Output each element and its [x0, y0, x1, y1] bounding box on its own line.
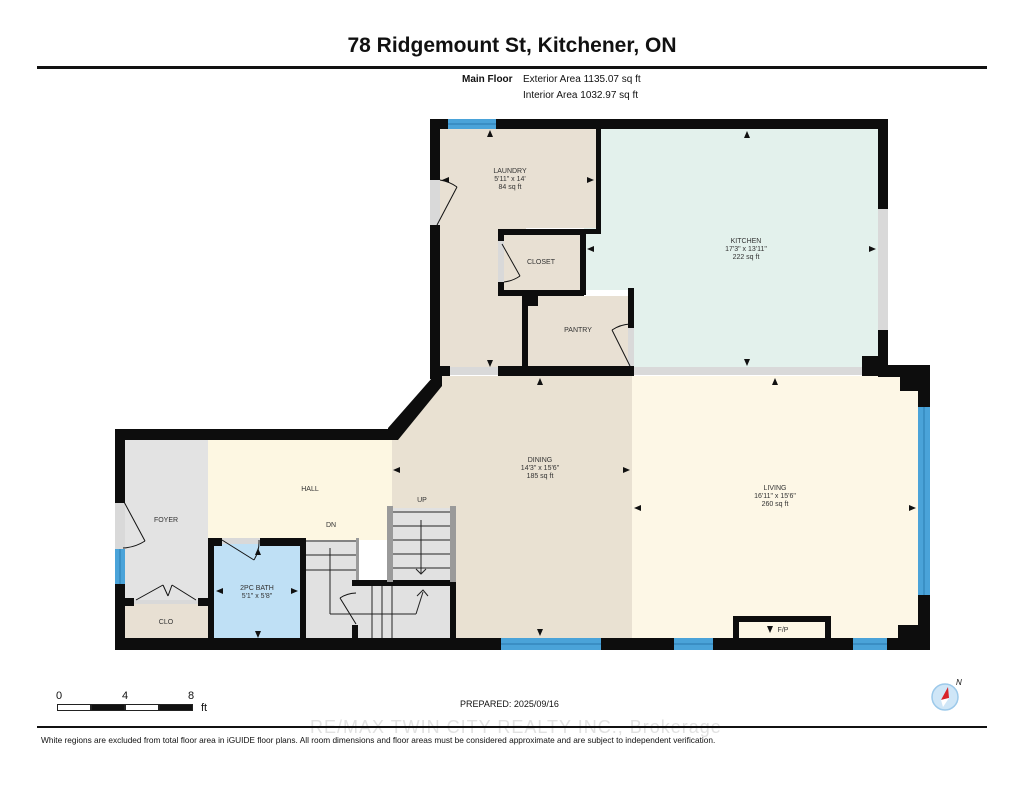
compass-icon: N	[931, 678, 962, 711]
door-swings	[122, 179, 631, 625]
scale-segment	[159, 704, 193, 711]
laundry-area: 84 sq ft	[499, 184, 522, 191]
fireplace-label: F/P	[778, 627, 789, 634]
interior-area: Interior Area 1032.97 sq ft	[523, 90, 639, 101]
kitchen-area: 222 sq ft	[733, 254, 760, 261]
scale-tick-4: 4	[122, 690, 129, 702]
header-divider	[37, 66, 987, 69]
living-name: LIVING	[764, 485, 787, 492]
scale-tick-0: 0	[56, 690, 63, 702]
floor-label: Main Floor	[462, 74, 513, 85]
closet-name: CLOSET	[527, 259, 556, 266]
laundry-name: LAUNDRY	[493, 168, 527, 175]
living-dims: 16'11" x 15'6"	[754, 493, 796, 500]
kitchen-dims: 17'3" x 13'11"	[725, 246, 767, 253]
dining-area: 185 sq ft	[527, 473, 554, 480]
bath-floor	[214, 544, 300, 640]
stairs-up-label: UP	[417, 497, 427, 504]
scale-tick-8: 8	[188, 690, 195, 702]
page-title: 78 Ridgemount St, Kitchener, ON	[347, 34, 677, 57]
openings	[115, 180, 888, 604]
laundry-floor	[440, 128, 596, 228]
laundry-dims: 5'11" x 14'	[494, 176, 526, 183]
kitchen-name: KITCHEN	[731, 238, 762, 245]
bath-dims: 5'1" x 5'8"	[242, 593, 273, 600]
living-area: 260 sq ft	[762, 501, 789, 508]
hall-name: HALL	[301, 486, 319, 493]
stairs	[306, 511, 452, 638]
dining-dims: 14'3" x 15'6"	[521, 465, 560, 472]
room-fills	[124, 128, 918, 640]
clo-floor	[124, 602, 208, 640]
scale-segment	[91, 704, 125, 711]
closet-floor	[502, 235, 580, 290]
compass-north-label: N	[956, 678, 962, 687]
hall-floor	[208, 440, 392, 540]
scale-segment	[125, 704, 159, 711]
disclaimer-text: White regions are excluded from total fl…	[41, 735, 716, 745]
scale-unit: ft	[201, 702, 208, 714]
footer-divider	[37, 726, 987, 728]
exterior-area: Exterior Area 1135.07 sq ft	[523, 74, 641, 85]
foyer-floor	[124, 440, 208, 600]
pantry-name: PANTRY	[564, 327, 592, 334]
dimension-arrows	[216, 130, 916, 638]
room-labels: LAUNDRY 5'11" x 14' 84 sq ft KITCHEN 17'…	[154, 168, 796, 634]
prepared-date: PREPARED: 2025/09/16	[460, 699, 559, 709]
dining-name: DINING	[528, 457, 553, 464]
kitchen-floor	[584, 128, 878, 368]
bath-name: 2PC BATH	[240, 585, 274, 592]
foyer-name: FOYER	[154, 517, 178, 524]
stairs-floor-lower	[356, 584, 452, 640]
walls	[115, 119, 930, 650]
scale-segment	[57, 704, 91, 711]
living-floor	[632, 376, 918, 638]
stair-rails	[356, 506, 456, 582]
window-lines	[119, 123, 925, 645]
clo-name: CLO	[159, 619, 174, 626]
stairs-down-label: DN	[326, 522, 336, 529]
pantry-floor	[528, 296, 628, 366]
